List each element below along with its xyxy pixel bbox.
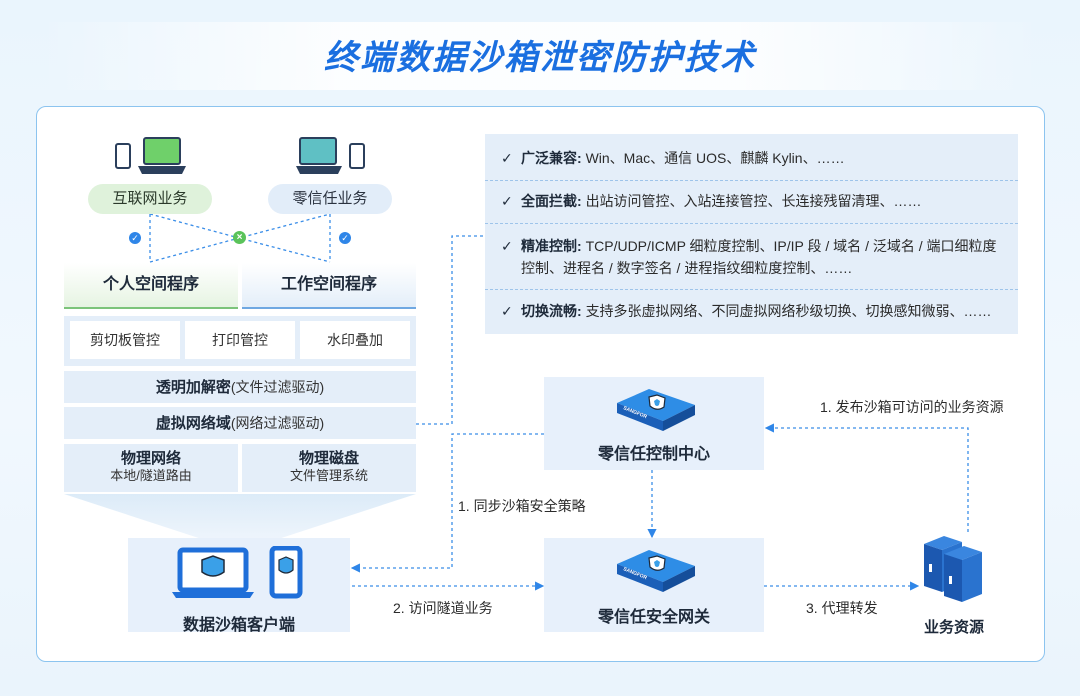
laptop-icon (115, 137, 186, 174)
feature-compatibility: ✓ 广泛兼容: Win、Mac、通信 UOS、麒麟 Kylin、…… (485, 147, 1018, 169)
server-icon (924, 536, 982, 602)
transparent-encryption-bar: 透明加解密(文件过滤驱动) (64, 371, 416, 403)
check-icon: ✓ (501, 193, 513, 209)
title-band (40, 22, 1040, 90)
zerotrust-control-center-node: SANGFOR 零信任控制中心 (544, 377, 764, 470)
check-badge-icon: ✓ (339, 232, 351, 244)
gateway-label: 零信任安全网关 (597, 609, 710, 626)
flow-sync-label: 1. 同步沙箱安全策略 (458, 498, 586, 514)
control-center-label: 零信任控制中心 (597, 446, 710, 463)
block-badge-icon: × (233, 231, 246, 244)
print-control: 打印管控 (185, 321, 295, 359)
flow-tunnel-label: 2. 访问隧道业务 (393, 600, 493, 616)
check-badge-icon: ✓ (129, 232, 141, 244)
virtual-network-domain-bar: 虚拟网络域(网络过滤驱动) (64, 407, 416, 439)
feature-divider (485, 223, 1018, 224)
business-resource-servers (918, 532, 988, 604)
laptop-icon (296, 137, 365, 174)
pill-internet-business: 互联网业务 (88, 184, 212, 214)
check-icon: ✓ (501, 303, 513, 319)
feature-interception: ✓ 全面拦截: 出站访问管控、入站连接管控、长连接残留清理、…… (485, 190, 1018, 212)
physical-disk-box: 物理磁盘文件管理系统 (242, 444, 416, 492)
pill-zerotrust-business: 零信任业务 (268, 184, 392, 214)
watermark-overlay: 水印叠加 (300, 321, 410, 359)
feature-precise-control: ✓ 精准控制: TCP/UDP/ICMP 细粒度控制、IP/IP 段 / 域名 … (485, 235, 1018, 279)
business-resource-label: 业务资源 (923, 619, 984, 636)
gateway-device-icon: SANGFOR (617, 550, 695, 592)
feature-smooth-switching: ✓ 切换流畅: 支持多张虚拟网络、不同虚拟网络秒级切换、切换感知微弱、…… (485, 300, 1018, 322)
clipboard-control: 剪切板管控 (70, 321, 180, 359)
zerotrust-device-group (296, 136, 376, 180)
page-title: 终端数据沙箱泄密防护技术 (324, 39, 756, 77)
check-icon: ✓ (501, 150, 513, 166)
check-icon: ✓ (501, 238, 513, 254)
feature-divider (485, 289, 1018, 290)
physical-network-box: 物理网络本地/隧道路由 (64, 444, 238, 492)
work-space-program: 工作空间程序 (242, 263, 416, 309)
features-box (485, 134, 1018, 334)
flow-proxy-label: 3. 代理转发 (806, 600, 878, 616)
personal-space-program: 个人空间程序 (64, 263, 238, 309)
internet-device-group (112, 136, 192, 180)
zerotrust-gateway-node: SANGFOR 零信任安全网关 (544, 538, 764, 632)
flow-publish-label: 1. 发布沙箱可访问的业务资源 (820, 399, 1004, 415)
feature-divider (485, 180, 1018, 181)
client-label: 数据沙箱客户端 (182, 617, 295, 634)
sandbox-client-node: 数据沙箱客户端 (128, 538, 350, 634)
laptop-icon (172, 545, 303, 599)
gateway-device-icon: SANGFOR (617, 389, 695, 431)
